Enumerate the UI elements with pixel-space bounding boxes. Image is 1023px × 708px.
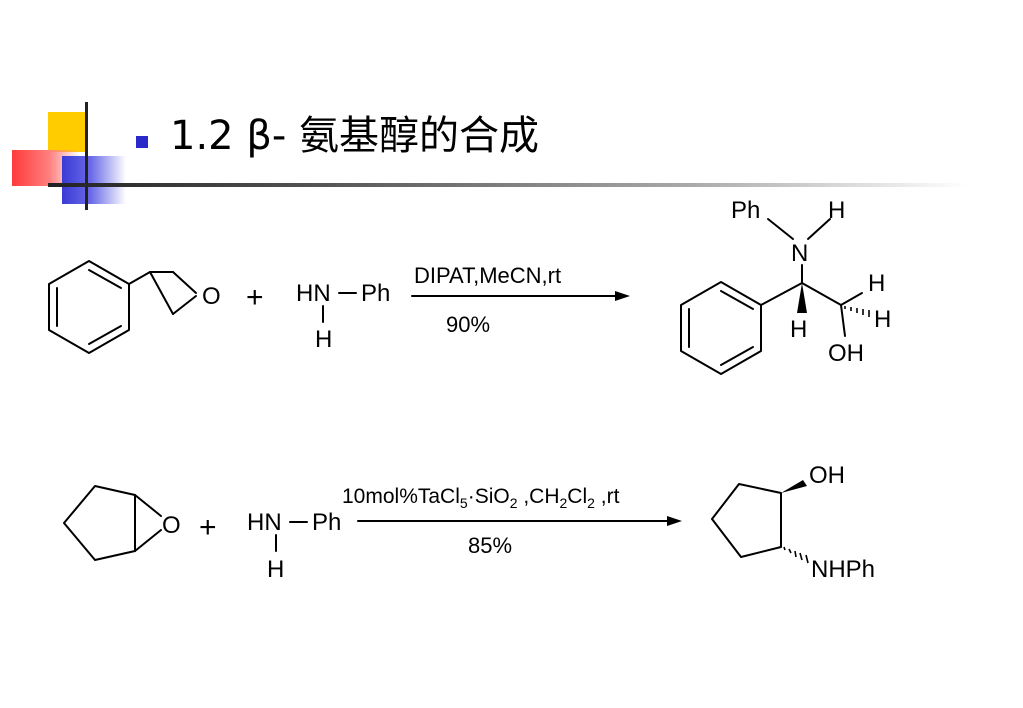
product1-h-right1: H (868, 270, 885, 297)
n-h-bond (807, 218, 831, 240)
amine-hn-1: HN (296, 280, 331, 307)
epoxide-oxygen-1: O (202, 283, 221, 310)
conditions-2: 10mol%TaCl5·SiO2 ,CH2Cl2 ,rt (342, 485, 620, 511)
epoxide-oxygen-2: O (162, 512, 181, 539)
amine-ph-1: Ph (361, 280, 390, 307)
c-h-bond (840, 292, 863, 306)
ph-ch-bond (760, 282, 803, 306)
product1-n: N (791, 240, 808, 267)
hash-bond-nhph (783, 546, 809, 564)
yield-1: 90% (446, 312, 490, 337)
product1-h-wedge: H (790, 316, 807, 343)
decor-blue-bar (62, 156, 126, 204)
slide-title: 1.2 β- 氨基醇的合成 (170, 113, 540, 159)
ch-ch2-bond (801, 282, 842, 306)
hash-bond-h (844, 306, 870, 317)
product1-oh: OH (828, 340, 864, 367)
amine-ph-2: Ph (312, 509, 341, 536)
benzene-ring-product-1 (680, 281, 762, 375)
product1-h-top: H (828, 197, 845, 224)
amine-h-1: H (315, 326, 332, 353)
benzene-ring-1 (48, 260, 130, 354)
amine-hn-2: HN (247, 509, 282, 536)
epoxide-ring-1 (128, 271, 197, 315)
decor-vertical-line (85, 102, 88, 210)
wedge-bond-oh (781, 480, 807, 493)
yield-2: 85% (468, 533, 512, 558)
decor-yellow-square (48, 112, 86, 152)
plus-sign-2: + (199, 511, 217, 544)
product1-h-right2: H (874, 306, 891, 333)
product2-oh: OH (809, 462, 845, 489)
n-ph-bond (767, 218, 794, 240)
plus-sign-1: + (246, 281, 264, 314)
conditions-1: DIPAT,MeCN,rt (414, 263, 561, 288)
title-underline (48, 183, 968, 187)
arrowhead-2 (667, 516, 682, 526)
cyclopentane-product-ring (711, 483, 782, 558)
amine-h-2: H (267, 556, 284, 583)
cyclopentane-epoxide-ring (63, 485, 162, 561)
product2-nhph: NHPh (811, 556, 875, 583)
title-bullet-icon (136, 136, 148, 148)
c-oh-bond (840, 304, 846, 337)
wedge-bond-h (797, 283, 807, 313)
product1-ph: Ph (731, 197, 760, 224)
arrowhead-1 (615, 291, 630, 301)
